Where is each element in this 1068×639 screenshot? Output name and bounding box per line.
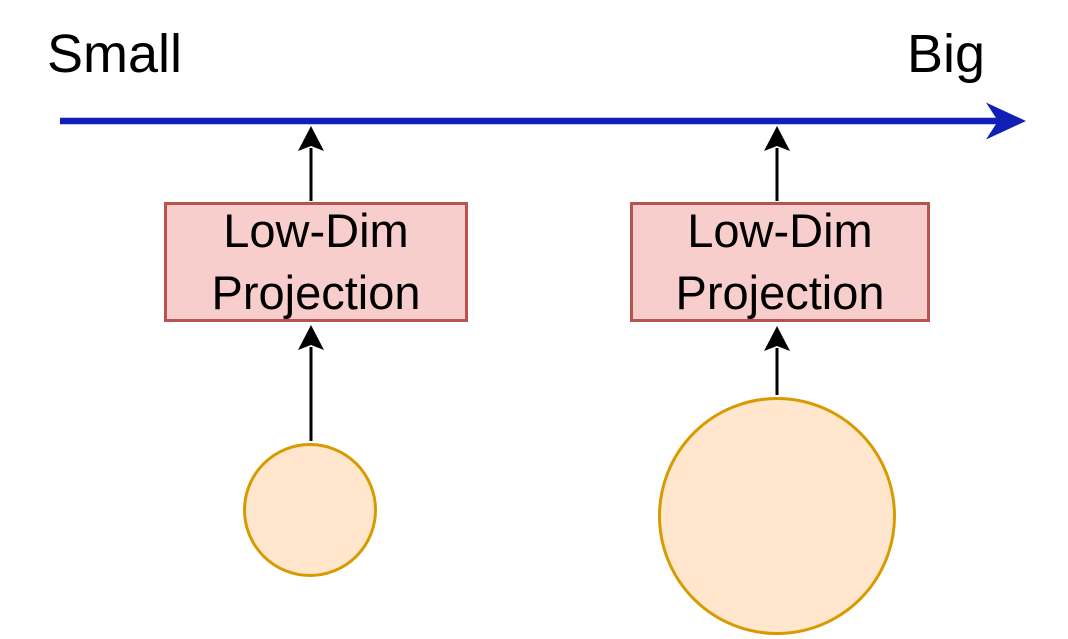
up-arrowhead-icon: [764, 126, 790, 151]
low-dim-projection-box-left: Low-Dim Projection: [164, 202, 468, 322]
projection-box-label: Low-Dim Projection: [211, 204, 421, 319]
connector-left-box-to-axis: [298, 126, 324, 201]
projection-box-label: Low-Dim Projection: [675, 204, 885, 319]
connector-small-circle-to-left-box: [298, 325, 324, 441]
small-dataset-circle: [243, 443, 377, 577]
size-axis-arrow: [60, 102, 1026, 140]
low-dim-projection-box-right: Low-Dim Projection: [630, 202, 930, 322]
up-arrowhead-icon: [298, 126, 324, 151]
axis-label-big: Big: [907, 24, 986, 84]
connector-right-box-to-axis: [764, 126, 790, 201]
up-arrowhead-icon: [764, 326, 790, 351]
axis-label-small: Small: [47, 24, 183, 84]
big-dataset-circle: [658, 397, 896, 635]
connector-big-circle-to-right-box: [764, 326, 790, 395]
size-axis-arrowhead-icon: [986, 102, 1026, 140]
up-arrowhead-icon: [298, 325, 324, 350]
